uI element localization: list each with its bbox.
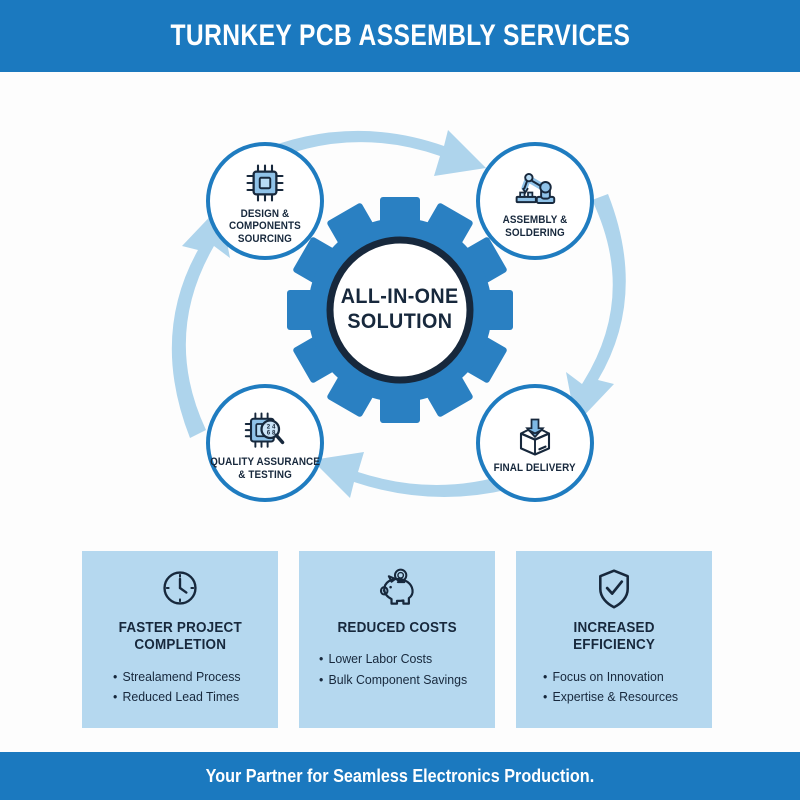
cycle-node-assembly-label: ASSEMBLY & SOLDERING <box>502 213 568 239</box>
benefit-card-faster-project-completion[interactable]: FASTER PROJECT COMPLETION •Strealamend P… <box>82 551 278 728</box>
bullet-item: •Focus on Innovation <box>542 668 664 684</box>
arrow-top <box>216 130 486 184</box>
clock-icon <box>160 568 200 612</box>
cycle-node-delivery-label: FINAL DELIVERY <box>493 462 577 475</box>
arrow-right <box>566 194 626 424</box>
benefit-card-bullets: •Focus on Innovation •Expertise & Resour… <box>543 667 685 707</box>
gear-center: ALL-IN-ONE SOLUTION <box>288 198 512 422</box>
benefit-card-title: REDUCED COSTS <box>337 620 457 636</box>
benefit-card-title: INCREASED EFFICIENCY <box>572 620 656 654</box>
arrow-left <box>171 206 230 438</box>
header-bar: TURNKEY PCB ASSEMBLY SERVICES <box>0 0 800 72</box>
benefits-card-row: FASTER PROJECT COMPLETION •Strealamend P… <box>82 551 712 728</box>
cycle-arrows-and-gear <box>171 130 626 498</box>
benefit-card-increased-efficiency[interactable]: INCREASED EFFICIENCY •Focus on Innovatio… <box>516 551 712 728</box>
bullet-item: •Bulk Component Savings <box>319 671 468 687</box>
footer-bar: Your Partner for Seamless Electronics Pr… <box>0 752 800 800</box>
cycle-node-delivery[interactable]: FINAL DELIVERY <box>476 384 594 502</box>
cycle-node-quality-label: QUALITY ASSURANCE & TESTING <box>210 455 320 481</box>
benefit-card-bullets: •Strealamend Process •Reduced Lead Times <box>113 667 247 707</box>
microchip-icon <box>244 161 286 205</box>
delivery-box-icon <box>514 415 556 459</box>
cycle-node-assembly[interactable]: ASSEMBLY & SOLDERING <box>476 142 594 260</box>
svg-text:2: 2 <box>267 423 271 430</box>
svg-text:4: 4 <box>272 423 276 430</box>
gear-center-line-1: ALL-IN-ONE <box>341 285 459 309</box>
benefit-card-reduced-costs[interactable]: REDUCED COSTS •Lower Labor Costs •Bulk C… <box>299 551 495 728</box>
benefit-card-title: FASTER PROJECT COMPLETION <box>118 620 242 654</box>
process-cycle-diagram: ALL-IN-ONE SOLUTION DESIGN <box>0 72 800 532</box>
cycle-node-design-label: DESIGN & COMPONENTS SOURCING <box>229 207 301 245</box>
page-title: TURNKEY PCB ASSEMBLY SERVICES <box>170 19 630 52</box>
svg-text:8: 8 <box>272 429 276 436</box>
bullet-item: •Expertise & Resources <box>542 688 678 704</box>
svg-text:6: 6 <box>267 429 271 436</box>
robot-arm-icon <box>512 167 558 211</box>
gear-center-line-2: SOLUTION <box>347 310 453 333</box>
piggy-bank-icon <box>375 568 419 612</box>
cycle-node-design[interactable]: DESIGN & COMPONENTS SOURCING <box>206 142 324 260</box>
bullet-item: •Lower Labor Costs <box>319 651 433 667</box>
gear-shape <box>287 197 513 423</box>
shield-check-icon <box>595 568 633 612</box>
bullet-item: •Strealamend Process <box>112 668 241 684</box>
footer-tagline: Your Partner for Seamless Electronics Pr… <box>205 765 595 786</box>
gear-center-label: ALL-IN-ONE SOLUTION <box>288 198 512 422</box>
bullet-item: •Reduced Lead Times <box>112 688 240 704</box>
benefit-card-bullets: •Lower Labor Costs •Bulk Component Savin… <box>319 649 475 689</box>
